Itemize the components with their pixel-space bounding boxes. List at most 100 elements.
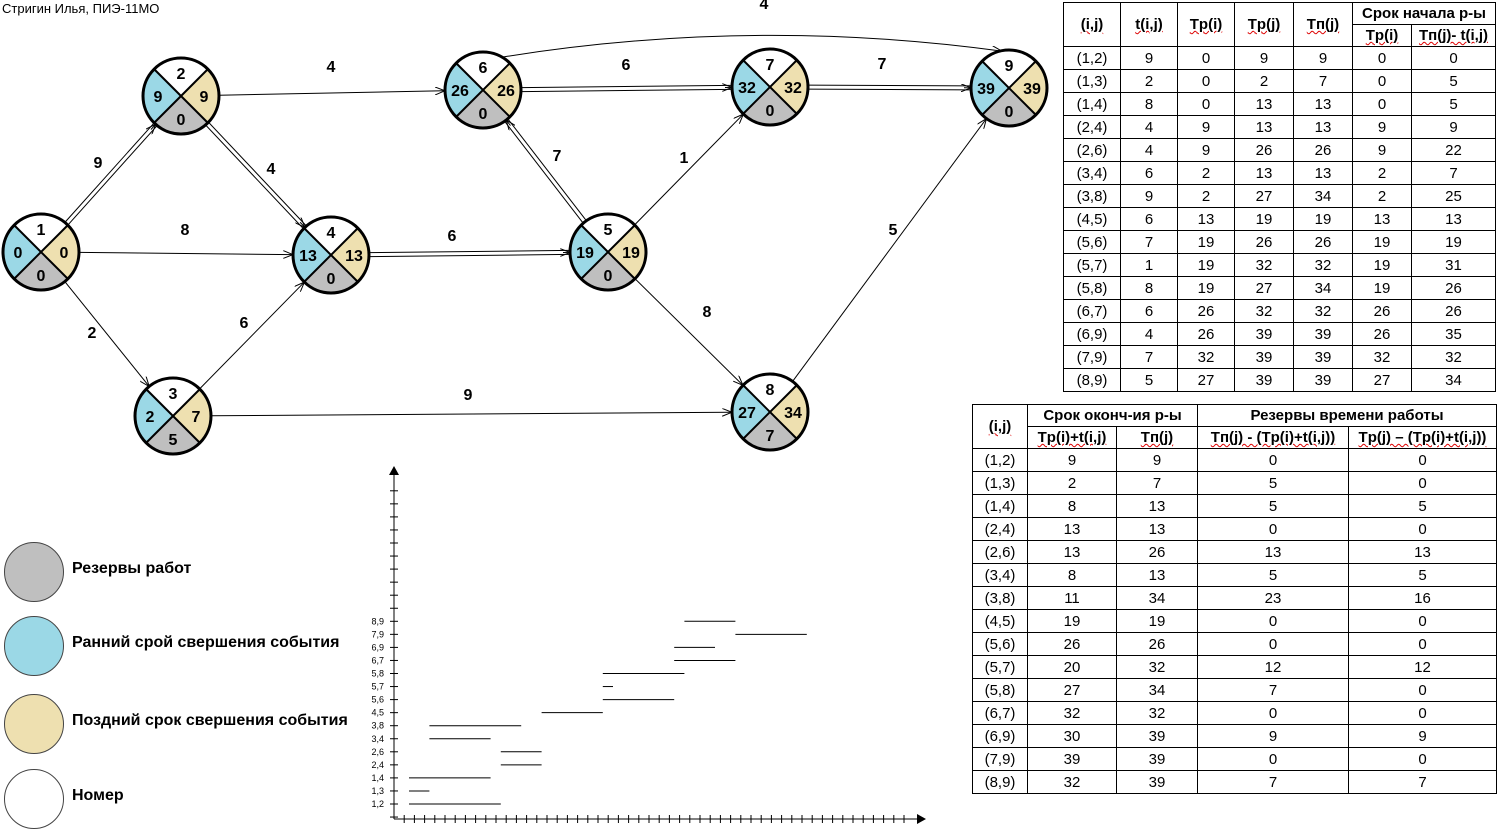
t1-head-tpi: Tр(i) [1177, 2, 1235, 47]
t1-cell: 0 [1352, 46, 1412, 70]
t2-cell: (1,3) [972, 471, 1028, 495]
t1-cell: 13 [1234, 161, 1294, 185]
node-number-sector [304, 217, 358, 255]
t1-cell: 19 [1177, 230, 1235, 254]
edge-2-6: 4 [218, 59, 444, 96]
t2-cell: 0 [1197, 609, 1349, 633]
t1-cell: 9 [1352, 115, 1412, 139]
t2-cell: 0 [1197, 448, 1349, 472]
legend-number-label: Номер [72, 787, 124, 804]
t2-cell: 26 [1116, 632, 1198, 656]
t2-cell: 19 [1116, 609, 1198, 633]
node-early-time: 0 [14, 245, 23, 262]
legend-reserve-swatch [4, 542, 64, 602]
t1-cell: 7 [1120, 230, 1178, 254]
t1-cell: 26 [1352, 322, 1412, 346]
t2-cell: 26 [1116, 540, 1198, 564]
t2-cell: 0 [1348, 632, 1497, 656]
node-late-sector [770, 385, 809, 439]
t2-cell: 9 [1197, 724, 1349, 748]
t1-cell: 39 [1293, 345, 1353, 369]
node-reserve: 0 [766, 103, 775, 120]
node-late-time: 34 [784, 405, 802, 422]
t1-cell: 39 [1293, 368, 1353, 392]
t2-cell: 7 [1348, 770, 1497, 794]
node-number: 7 [766, 57, 775, 74]
t1-cell: 34 [1293, 276, 1353, 300]
legend-number-swatch [4, 769, 64, 829]
node-late-sector [181, 69, 219, 123]
node-early-sector [570, 225, 608, 279]
t1-cell: 26 [1177, 322, 1235, 346]
node-late-sector [483, 63, 522, 117]
edge-1-3: 2 [64, 281, 149, 386]
node-reserve-sector [456, 90, 510, 128]
node-reserve: 7 [766, 428, 775, 445]
node-late-sector [770, 60, 808, 114]
node-reserve-sector [304, 255, 358, 293]
edge-weight-label: 7 [553, 148, 562, 165]
edge-weight-label: 4 [267, 161, 276, 178]
t2-head-c1: Tр(i)+t(i,j) [1027, 426, 1117, 449]
edge-5-7: 1 [634, 115, 743, 226]
t2-cell: 11 [1027, 586, 1117, 610]
gantt-row-label: 7,9 [371, 629, 384, 639]
node-reserve-sector [982, 88, 1036, 127]
node-late-time: 13 [345, 248, 363, 265]
t2-cell: 39 [1116, 747, 1198, 771]
t2-cell: (1,4) [972, 494, 1028, 518]
t2-head-c3: Tп(j) - (Tр(i)+t(i,j)) [1197, 426, 1349, 449]
node-early-time: 39 [977, 81, 995, 98]
node-early-time: 9 [154, 89, 163, 106]
t2-cell: 5 [1197, 563, 1349, 587]
t1-cell: (8,9) [1063, 368, 1121, 392]
t1-cell: 26 [1234, 138, 1294, 162]
node-number: 4 [327, 225, 336, 242]
t1-cell: 19 [1352, 230, 1412, 254]
t1-cell: (7,9) [1063, 345, 1121, 369]
t1-cell: 27 [1352, 368, 1412, 392]
t1-cell: 32 [1411, 345, 1496, 369]
node-early-time: 26 [451, 83, 469, 100]
t2-head-ij: (i,j) [972, 404, 1028, 449]
t2-cell: 30 [1027, 724, 1117, 748]
gantt-x-arrow [917, 814, 926, 824]
legend-late-swatch [4, 694, 64, 754]
t1-cell: 4 [1120, 115, 1178, 139]
t1-cell: 5 [1411, 69, 1496, 93]
t2-cell: 13 [1027, 540, 1117, 564]
t2-cell: 8 [1027, 494, 1117, 518]
legend-early-label: Ранний срой свершения события [72, 634, 340, 651]
edge-weight-label: 9 [464, 387, 473, 404]
node-late-sector [41, 225, 79, 279]
t1-cell: 8 [1120, 276, 1178, 300]
t2-cell: (3,8) [972, 586, 1028, 610]
t1-cell: 19 [1177, 253, 1235, 277]
node-late-sector [173, 389, 211, 443]
t1-cell: 25 [1411, 184, 1496, 208]
t1-cell: 7 [1411, 161, 1496, 185]
node-number-sector [146, 377, 200, 416]
t1-cell: 13 [1293, 92, 1353, 116]
edge-weight-label: 8 [181, 222, 190, 239]
t1-cell: 32 [1293, 299, 1353, 323]
t1-cell: 0 [1411, 46, 1496, 70]
gantt-row-label: 6,7 [371, 655, 384, 665]
gantt-row-label: 1,2 [371, 799, 384, 809]
t1-cell: 39 [1234, 345, 1294, 369]
t1-cell: 35 [1411, 322, 1496, 346]
t2-cell: (5,8) [972, 678, 1028, 702]
t1-cell: 19 [1293, 207, 1353, 231]
node-reserve: 0 [37, 268, 46, 285]
gantt-row-label: 1,3 [371, 786, 384, 796]
t1-head-s1: Tр(i) [1352, 24, 1412, 47]
t1-cell: 1 [1120, 253, 1178, 277]
